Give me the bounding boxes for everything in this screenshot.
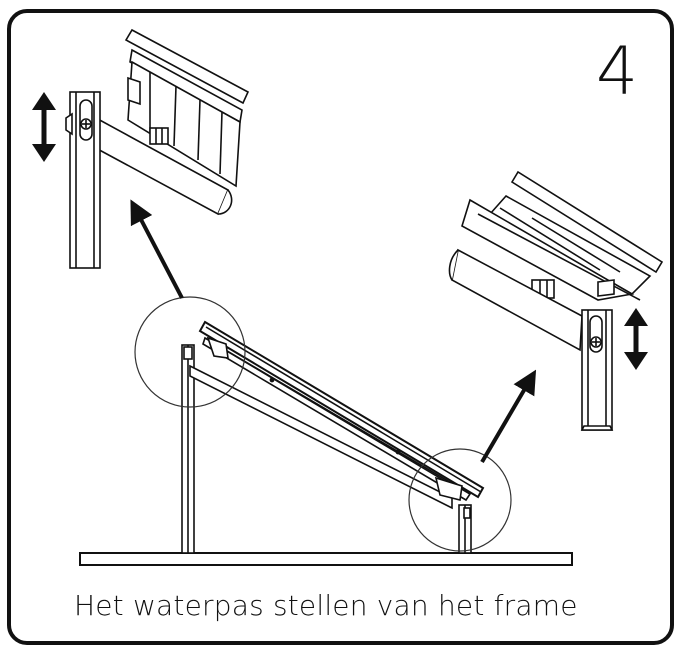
main-frame <box>181 320 485 554</box>
zoom-detail-front <box>65 28 250 269</box>
diagram-border <box>7 9 674 645</box>
adjust-arrow-front <box>32 92 56 162</box>
detail-circle-rear <box>408 448 512 552</box>
diagram-caption: Het waterpas stellen van het frame <box>74 589 578 622</box>
pointer-arrow-front <box>130 199 184 299</box>
zoom-detail-rear <box>448 170 664 431</box>
step-number: 4 <box>596 33 638 110</box>
ground-rail <box>79 552 573 566</box>
pointer-arrow-rear <box>480 369 537 464</box>
detail-circle-front <box>134 296 246 408</box>
adjust-arrow-rear <box>624 308 648 370</box>
